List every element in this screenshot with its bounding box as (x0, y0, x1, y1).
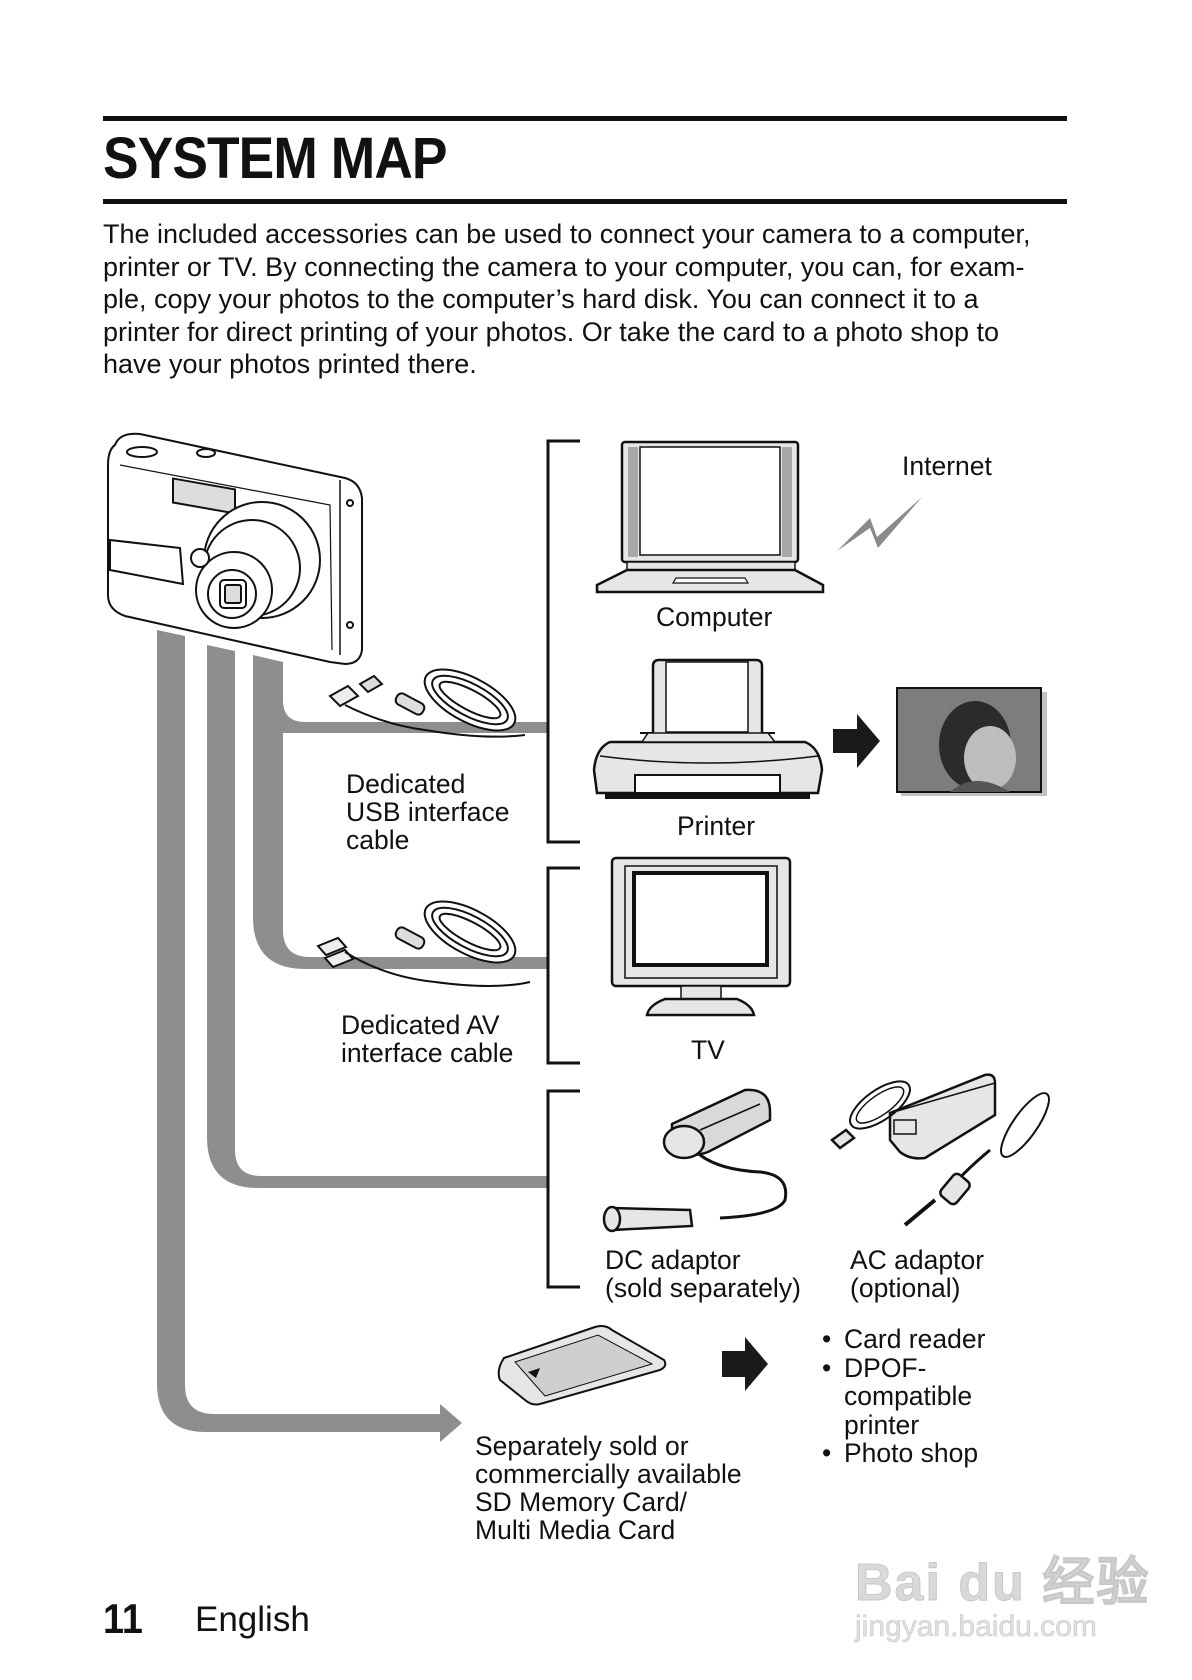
page-title: SYSTEM MAP (103, 126, 448, 191)
card-use-text: DPOF- (844, 1352, 927, 1383)
printed-photo-icon (896, 687, 1047, 796)
bullet: • (822, 1352, 832, 1383)
dc-adaptor-label: DC adaptor (sold separately) (605, 1246, 801, 1302)
card-use-text: compatible (844, 1381, 973, 1411)
arrow-right-icon (722, 1337, 768, 1391)
intro-line: The included accessories can be used to … (103, 219, 1031, 249)
intro-line: ple, copy your photos to the computer’s … (103, 284, 979, 314)
ac-adaptor-icon (830, 1073, 1050, 1227)
lightning-bolt-icon (837, 497, 922, 551)
intro-line: have your photos printed there. (103, 349, 477, 379)
baidu-watermark-url: jingyan.baidu.com (855, 1610, 1097, 1644)
bullet: • (822, 1324, 832, 1354)
bullet: • (822, 1438, 832, 1468)
ac-adaptor-label-line: AC adaptor (850, 1245, 985, 1275)
usb-cable-label: Dedicated USB interface cable (346, 770, 510, 854)
av-cable-icon (316, 900, 531, 987)
card-use-text: Photo shop (844, 1438, 979, 1468)
card-use-item: • Photo shop (822, 1439, 985, 1468)
card-use-item: • Card reader (822, 1325, 985, 1354)
connector-to-av-cable (253, 655, 547, 969)
ac-adaptor-label: AC adaptor (optional) (850, 1246, 984, 1302)
title-underline-rule (103, 199, 1067, 204)
card-use-text: Card reader (844, 1324, 986, 1354)
card-uses-list: • Card reader • DPOF- compatible printer… (822, 1325, 985, 1468)
sd-card-label-line: SD Memory Card/ (475, 1487, 688, 1517)
sd-card-label-line: Separately sold or (475, 1431, 689, 1461)
bracket-computer-printer (546, 439, 580, 844)
arrow-right-icon (833, 714, 880, 768)
intro-paragraph: The included accessories can be used to … (103, 218, 1073, 381)
intro-line: printer or TV. By connecting the camera … (103, 251, 1025, 282)
digital-camera-icon (107, 432, 363, 666)
laptop-icon (595, 440, 825, 594)
av-cable-label-line: Dedicated AV (341, 1010, 500, 1040)
tv-label: TV (691, 1035, 725, 1065)
usb-cable-icon (328, 668, 526, 738)
ac-adaptor-label-line: (optional) (850, 1273, 961, 1303)
tv-icon (610, 856, 792, 1017)
av-cable-label: Dedicated AV interface cable (341, 1011, 513, 1067)
page-number: 11 (103, 1595, 143, 1642)
card-use-text: printer (844, 1409, 920, 1440)
baidu-watermark-logo: Bai du 经验 (854, 1554, 1151, 1613)
top-rule (103, 116, 1067, 121)
dc-adaptor-icon (602, 1088, 788, 1233)
intro-line: printer for direct printing of your phot… (103, 316, 999, 347)
sd-card-label-line: commercially available (475, 1459, 742, 1489)
bracket-tv (546, 866, 580, 1065)
usb-cable-label-line: USB interface (346, 797, 510, 827)
page-language: English (195, 1600, 310, 1639)
av-cable-label-line: interface cable (341, 1038, 514, 1068)
card-use-item: • DPOF- compatible printer (822, 1352, 985, 1440)
bracket-power (546, 1089, 580, 1289)
printer-label: Printer (677, 811, 756, 841)
usb-cable-label-line: cable (346, 825, 410, 855)
computer-label: Computer (656, 602, 773, 632)
brackets (546, 439, 580, 1289)
dc-adaptor-label-line: DC adaptor (605, 1245, 741, 1275)
sd-card-icon (497, 1325, 667, 1406)
usb-cable-label-line: Dedicated (346, 769, 466, 799)
sd-card-label-line: Multi Media Card (475, 1515, 676, 1545)
sd-card-label: Separately sold or commercially availabl… (475, 1432, 742, 1544)
printer-icon (592, 658, 824, 799)
internet-label: Internet (902, 451, 992, 481)
dc-adaptor-label-line: (sold separately) (605, 1273, 801, 1303)
